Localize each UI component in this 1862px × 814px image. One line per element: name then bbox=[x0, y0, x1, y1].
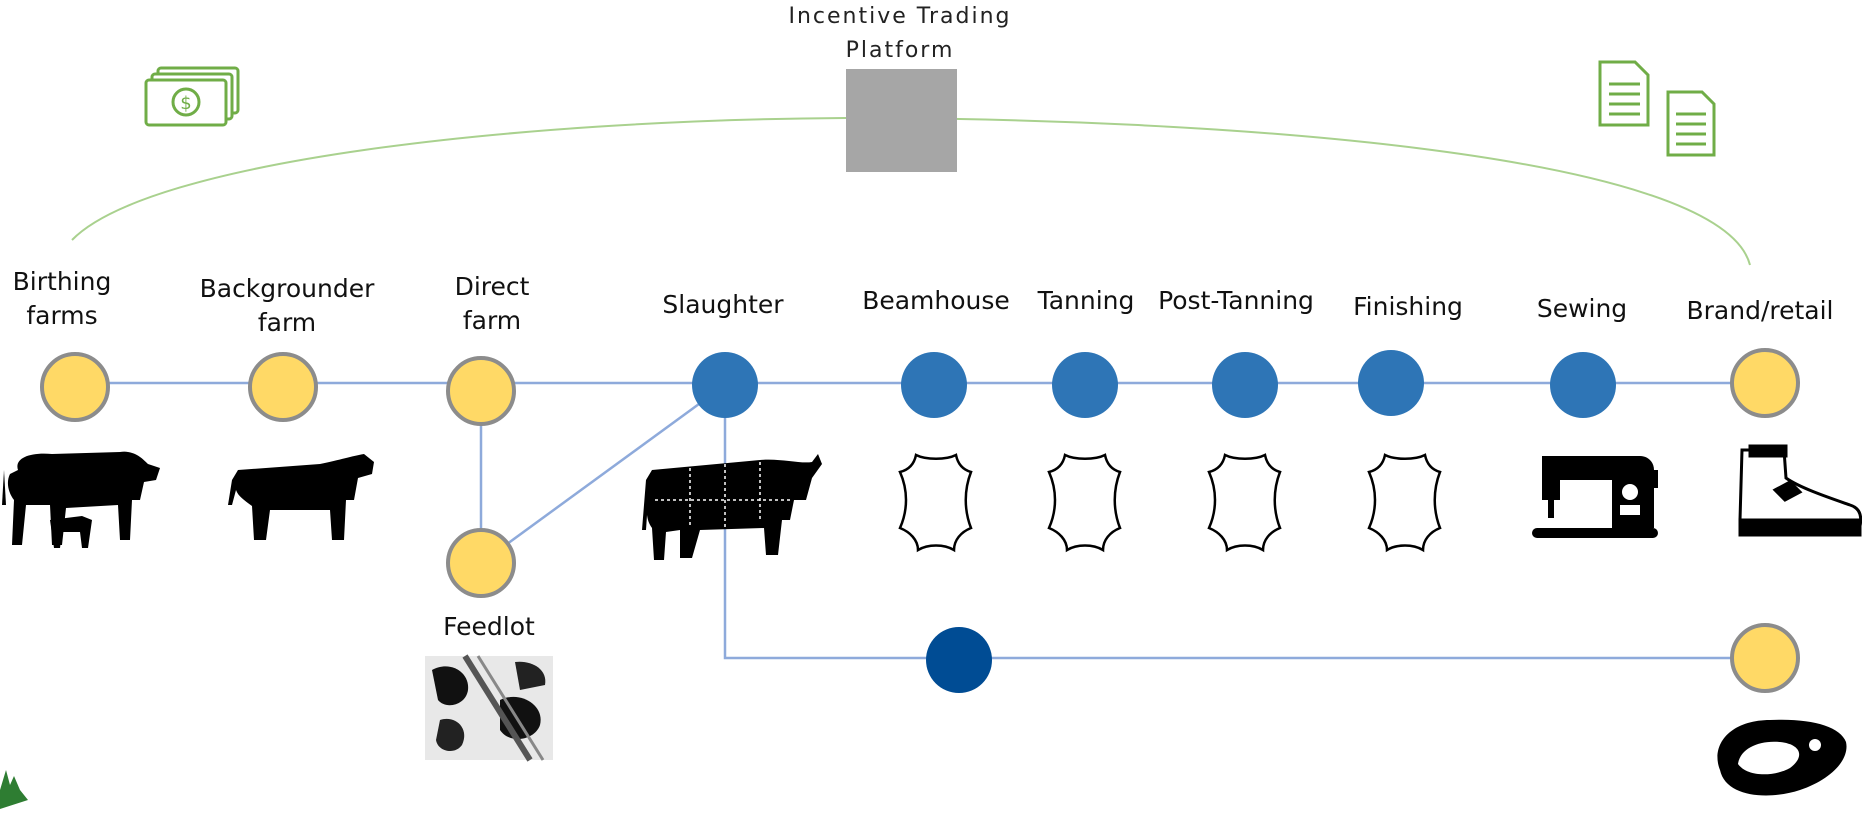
grass-decoration bbox=[0, 770, 28, 809]
node-post-tanning[interactable] bbox=[1212, 352, 1278, 418]
hide-icon bbox=[1047, 453, 1122, 553]
money-icon: $ bbox=[144, 66, 240, 127]
stage-label-finishing: Finishing bbox=[1353, 292, 1463, 321]
node-beamhouse[interactable] bbox=[901, 352, 967, 418]
cow-icon bbox=[228, 454, 374, 540]
trading-platform-box[interactable] bbox=[846, 69, 957, 172]
node-meat-processing[interactable] bbox=[926, 627, 992, 693]
feedlot-photo bbox=[425, 654, 553, 762]
node-brand[interactable] bbox=[1730, 348, 1800, 418]
stage-label-post-tanning: Post-Tanning bbox=[1158, 286, 1314, 315]
beef-cuts-cow-icon bbox=[642, 454, 822, 560]
stage-label-brand: Brand/retail bbox=[1686, 296, 1834, 325]
stage-label-tanning: Tanning bbox=[1037, 286, 1135, 315]
feedlot-to-slaughter-line bbox=[480, 383, 726, 565]
stage-label-sewing: Sewing bbox=[1536, 294, 1628, 323]
meat-branch-line bbox=[723, 385, 1765, 660]
node-slaughter[interactable] bbox=[692, 352, 758, 418]
node-feedlot[interactable] bbox=[446, 528, 516, 598]
node-sewing[interactable] bbox=[1550, 352, 1616, 418]
node-finishing[interactable] bbox=[1358, 350, 1424, 416]
stage-label-direct: Direct farm bbox=[454, 272, 530, 335]
node-backgrounder[interactable] bbox=[248, 352, 318, 422]
hide-icon bbox=[1367, 453, 1442, 553]
node-meat-retail[interactable] bbox=[1730, 623, 1800, 693]
stage-label-beamhouse: Beamhouse bbox=[862, 286, 1010, 315]
documents-icon bbox=[1598, 60, 1716, 157]
node-birthing[interactable] bbox=[40, 352, 110, 422]
platform-title: Incentive Trading Platform bbox=[788, 4, 1012, 63]
node-tanning[interactable] bbox=[1052, 352, 1118, 418]
stage-label-feedlot: Feedlot bbox=[443, 612, 535, 641]
boot-icon bbox=[1738, 444, 1862, 537]
steak-icon bbox=[1717, 719, 1847, 796]
stage-label-backgrounder: Backgrounder farm bbox=[199, 274, 375, 337]
svg-text:$: $ bbox=[180, 93, 191, 114]
stage-label-slaughter: Slaughter bbox=[662, 290, 784, 319]
hide-icon bbox=[1207, 453, 1282, 553]
cow-calf-icon bbox=[2, 451, 161, 548]
sewing-machine-icon bbox=[1532, 456, 1658, 538]
stage-label-birthing: Birthing farms bbox=[12, 267, 112, 330]
hide-icon bbox=[898, 453, 973, 553]
node-direct[interactable] bbox=[446, 356, 516, 426]
